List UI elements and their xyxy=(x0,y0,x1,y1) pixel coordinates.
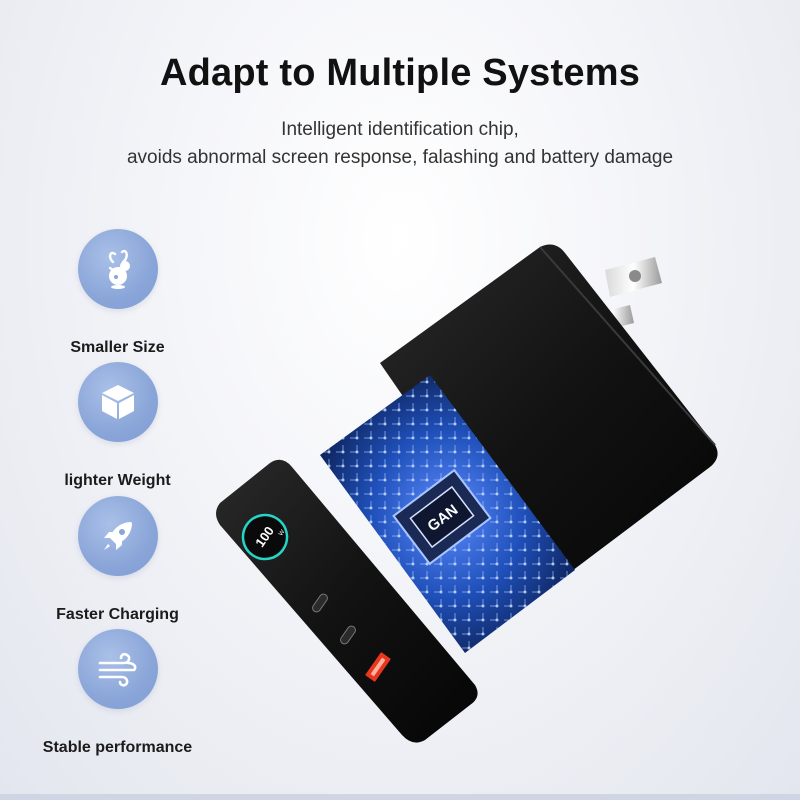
power-display: 100 W xyxy=(241,513,289,561)
feature-label: Stable performance xyxy=(42,739,193,756)
gan-chip: GAN xyxy=(392,468,492,566)
usb-a-port xyxy=(365,652,391,682)
bunny-icon xyxy=(108,249,130,289)
feature-stable-performance: Stable performance xyxy=(0,629,235,757)
feature-label: Smaller Size xyxy=(70,339,165,356)
feature-icon-circle xyxy=(77,629,158,709)
feature-icon-circle xyxy=(77,229,158,309)
feature-faster-charging: Faster Charging xyxy=(0,496,235,624)
feature-icon-circle xyxy=(77,362,158,442)
bottom-border xyxy=(0,794,800,800)
page-title: Adapt to Multiple Systems xyxy=(159,52,641,94)
feature-label: lighter Weight xyxy=(64,472,171,489)
usb-c-port-2 xyxy=(340,625,356,645)
usb-c-port-1 xyxy=(312,593,328,613)
wind-icon xyxy=(98,652,136,687)
feature-label: Faster Charging xyxy=(56,606,179,623)
feature-icon-circle xyxy=(77,496,158,576)
gan-charger-image: GAN 100 W xyxy=(216,244,718,743)
feature-smaller-size: Smaller Size xyxy=(0,229,235,357)
subtitle-line-1: Intelligent identification chip, xyxy=(281,119,519,140)
cube-icon xyxy=(101,385,134,419)
feature-lighter-weight: lighter Weight xyxy=(0,362,235,490)
charger-rear-housing xyxy=(380,244,718,596)
display-unit: W xyxy=(278,529,286,537)
subtitle-line-2: avoids abnormal screen response, falashi… xyxy=(126,147,674,168)
rocket-icon xyxy=(103,522,132,550)
